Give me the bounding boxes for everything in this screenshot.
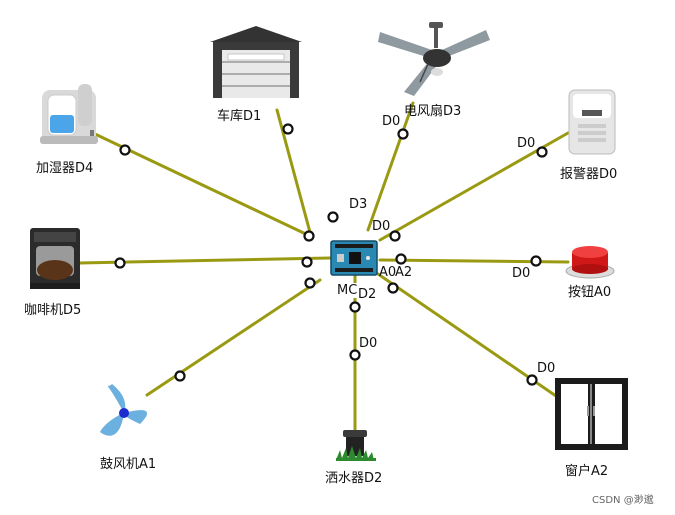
hook [304,277,316,289]
wire-garage [275,108,313,238]
label-coffee: 咖啡机D5 [24,303,81,318]
controller-pin-d3: D3 [349,197,367,212]
label-window: 窗户A2 [565,463,608,479]
hook [395,253,407,265]
controller-board [330,240,378,298]
label-blower: 鼓风机A1 [100,457,156,472]
controller-label: MC [337,283,357,298]
label-fan: 电风扇D3 [404,103,461,119]
hook [119,144,131,156]
label-alarm: 报警器D0 [560,166,617,182]
label-button: 按钮A0 [568,285,611,300]
pin-label-window: D0 [537,361,555,376]
hook [114,257,126,269]
hook [349,301,361,313]
pin-label-alarm: D0 [517,136,535,151]
pin-label-sprinkler: D0 [359,336,377,351]
humidifier-icon [40,84,98,144]
connector-hooks [114,123,548,386]
wire-fan [366,101,415,232]
garage-icon [210,26,302,98]
hook [387,282,399,294]
window-icon [555,378,628,450]
pin-label-fan: D0 [382,114,400,129]
hook [349,349,361,361]
sprinkler-icon [336,430,376,461]
controller-pin-a0: A0 [379,265,396,280]
pin-labels: D0 D0 D0 D0 D0 D3 D0 A0 A2 D2 MC [337,114,555,376]
hook [301,256,313,268]
coffee-machine-icon [30,228,80,289]
controller-pin-d0: D0 [372,219,390,234]
hook [327,211,339,223]
blower-fan-icon [100,384,148,436]
watermark: CSDN @渺邈 [592,493,654,506]
ceiling-fan-icon [378,22,490,96]
red-button-icon [565,246,615,279]
hook [536,146,548,158]
hook [174,370,186,382]
alarm-icon [568,89,616,155]
controller-pin-a2: A2 [395,265,412,280]
hook [389,230,401,242]
label-humidifier: 加湿器D4 [36,161,93,176]
wires [78,101,570,434]
wire-blower [145,278,322,397]
pin-label-button: D0 [512,266,530,281]
hook [397,128,409,140]
hook [530,255,542,267]
device-labels: 车库D1 电风扇D3 报警器D0 加湿器D4 咖啡机D5 按钮A0 鼓风机A1 … [24,103,617,486]
hook [303,230,315,242]
controller-pin-d2: D2 [358,287,376,302]
hook [282,123,294,135]
label-sprinkler: 洒水器D2 [325,471,382,486]
wire-window [376,272,558,398]
hook [526,374,538,386]
label-garage: 车库D1 [217,108,261,124]
wire-humidifier [93,132,312,238]
